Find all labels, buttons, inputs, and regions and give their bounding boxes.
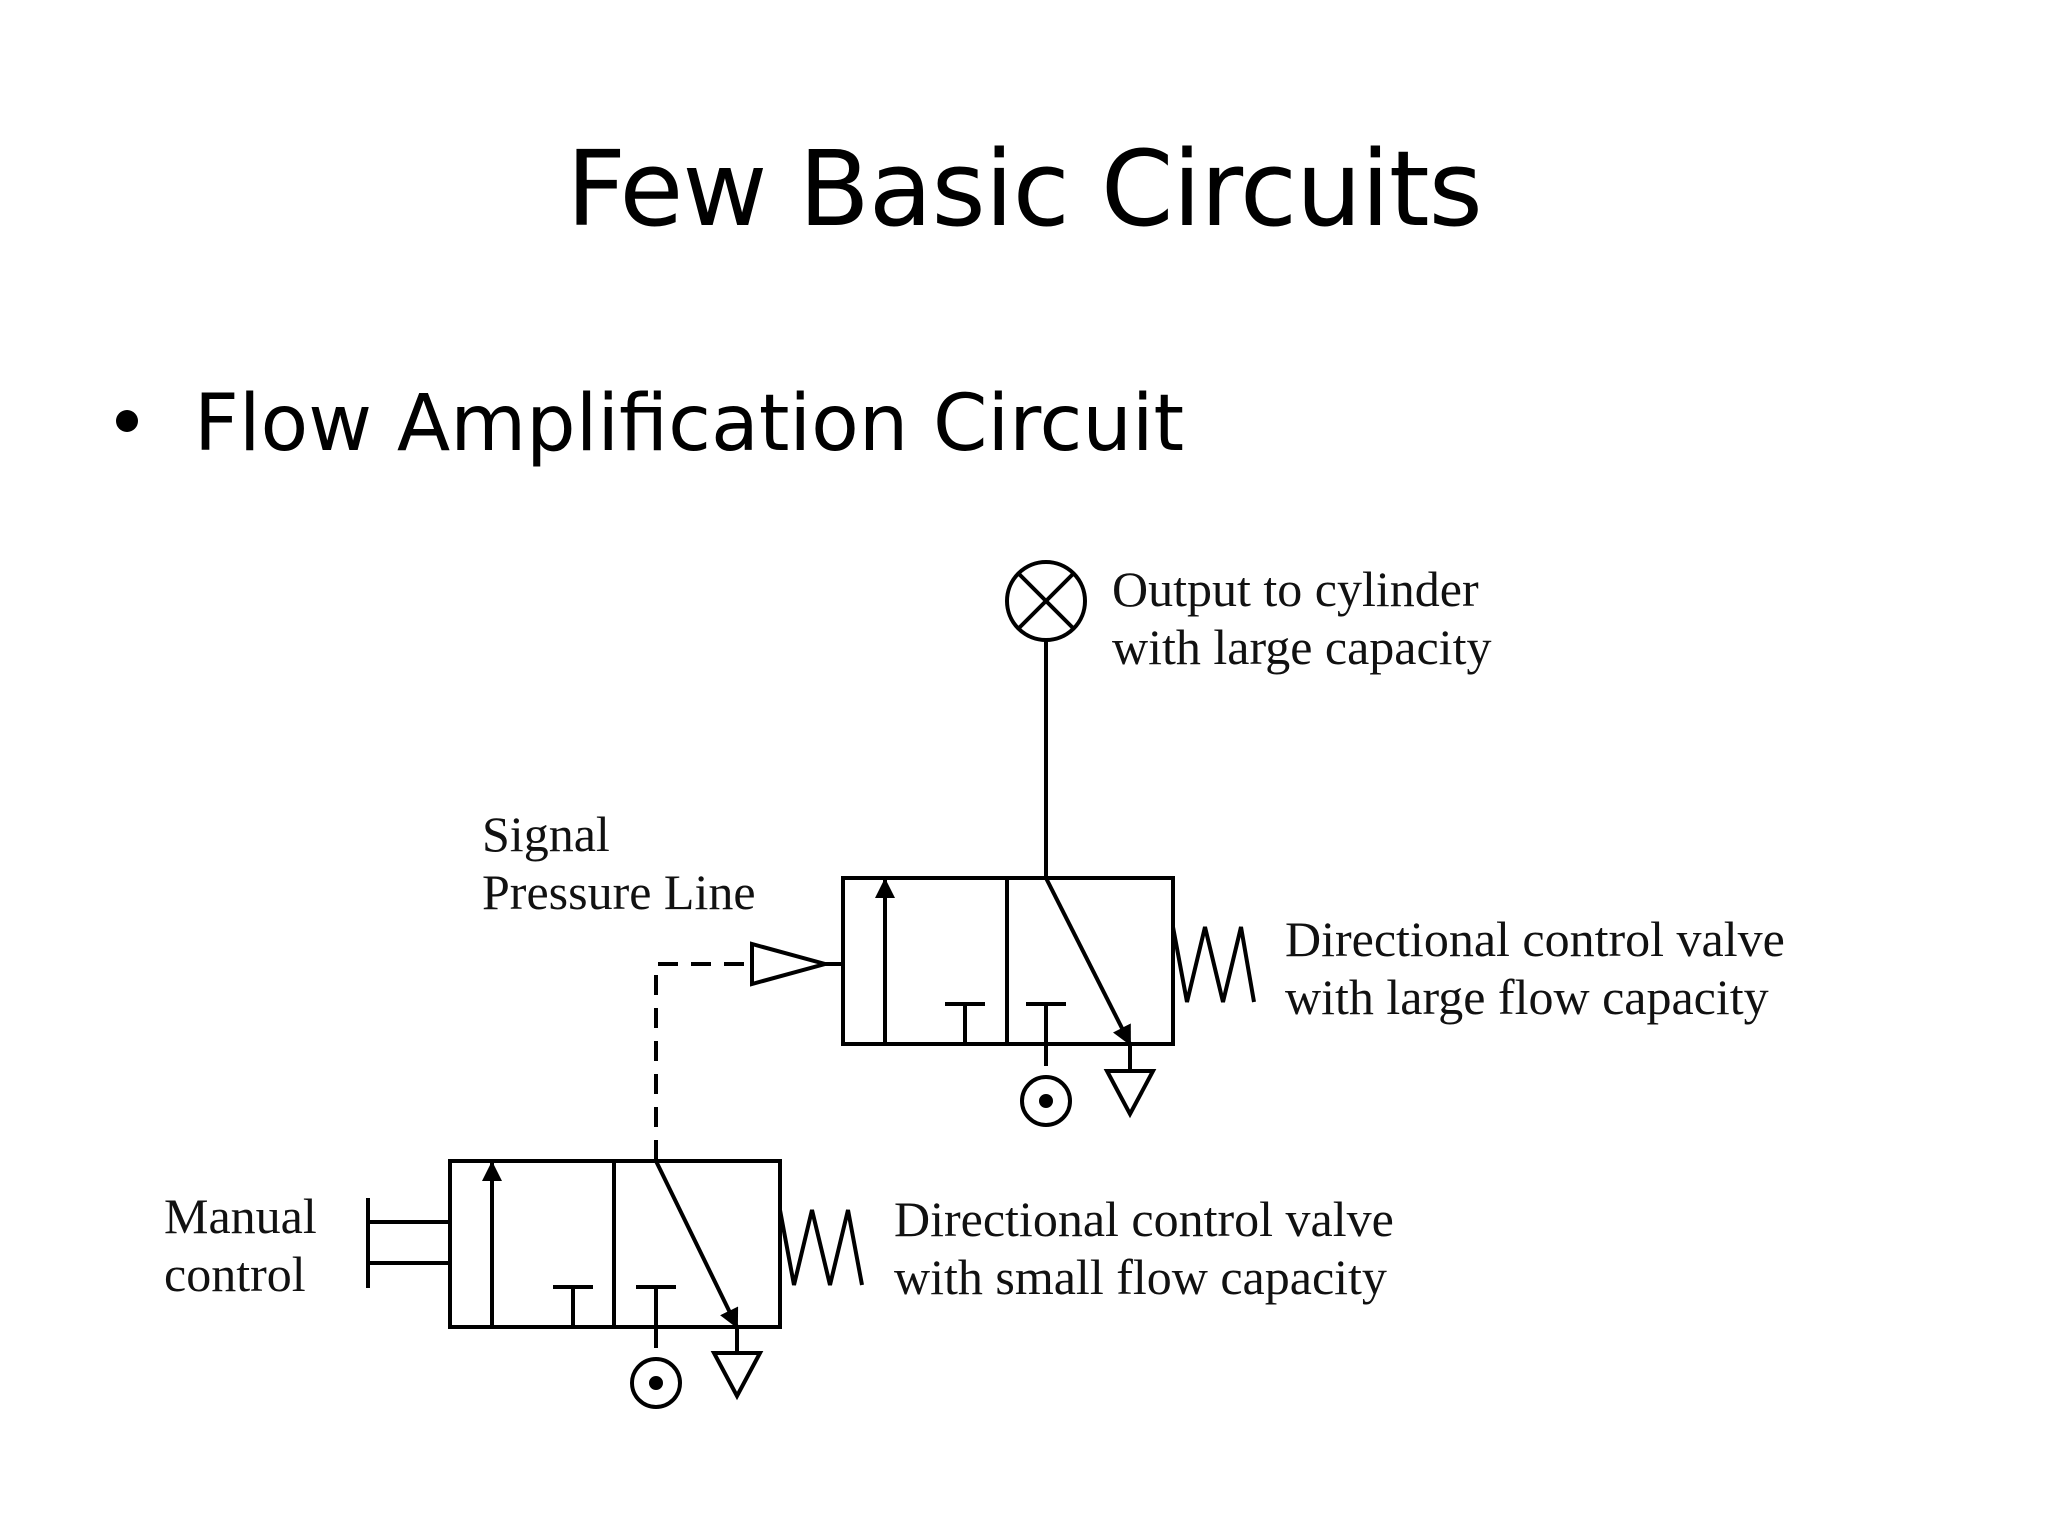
small-valve-spring (778, 1209, 864, 1286)
bullet-text: Flow Amplification Circuit (194, 379, 1185, 469)
output-indicator (1005, 560, 1087, 642)
large-valve (841, 876, 1175, 1127)
manual-control-pushbutton (366, 1198, 450, 1288)
output-label: Output to cylinder with large capacity (1112, 561, 1492, 675)
manual-control-label: Manual control (164, 1188, 317, 1302)
small-valve (448, 1159, 782, 1409)
signal-pressure-label: Signal Pressure Line (482, 806, 756, 920)
large-valve-label: Directional control valve with large flo… (1285, 911, 1785, 1025)
signal-pressure-line (654, 962, 752, 1160)
slide-title: Few Basic Circuits (566, 128, 1483, 250)
small-valve-label: Directional control valve with small flo… (894, 1191, 1394, 1305)
pilot-port (750, 941, 833, 987)
bullet-item: Flow Amplification Circuit (116, 379, 1185, 469)
large-valve-spring (1171, 926, 1256, 1003)
bullet-dot (116, 409, 138, 432)
